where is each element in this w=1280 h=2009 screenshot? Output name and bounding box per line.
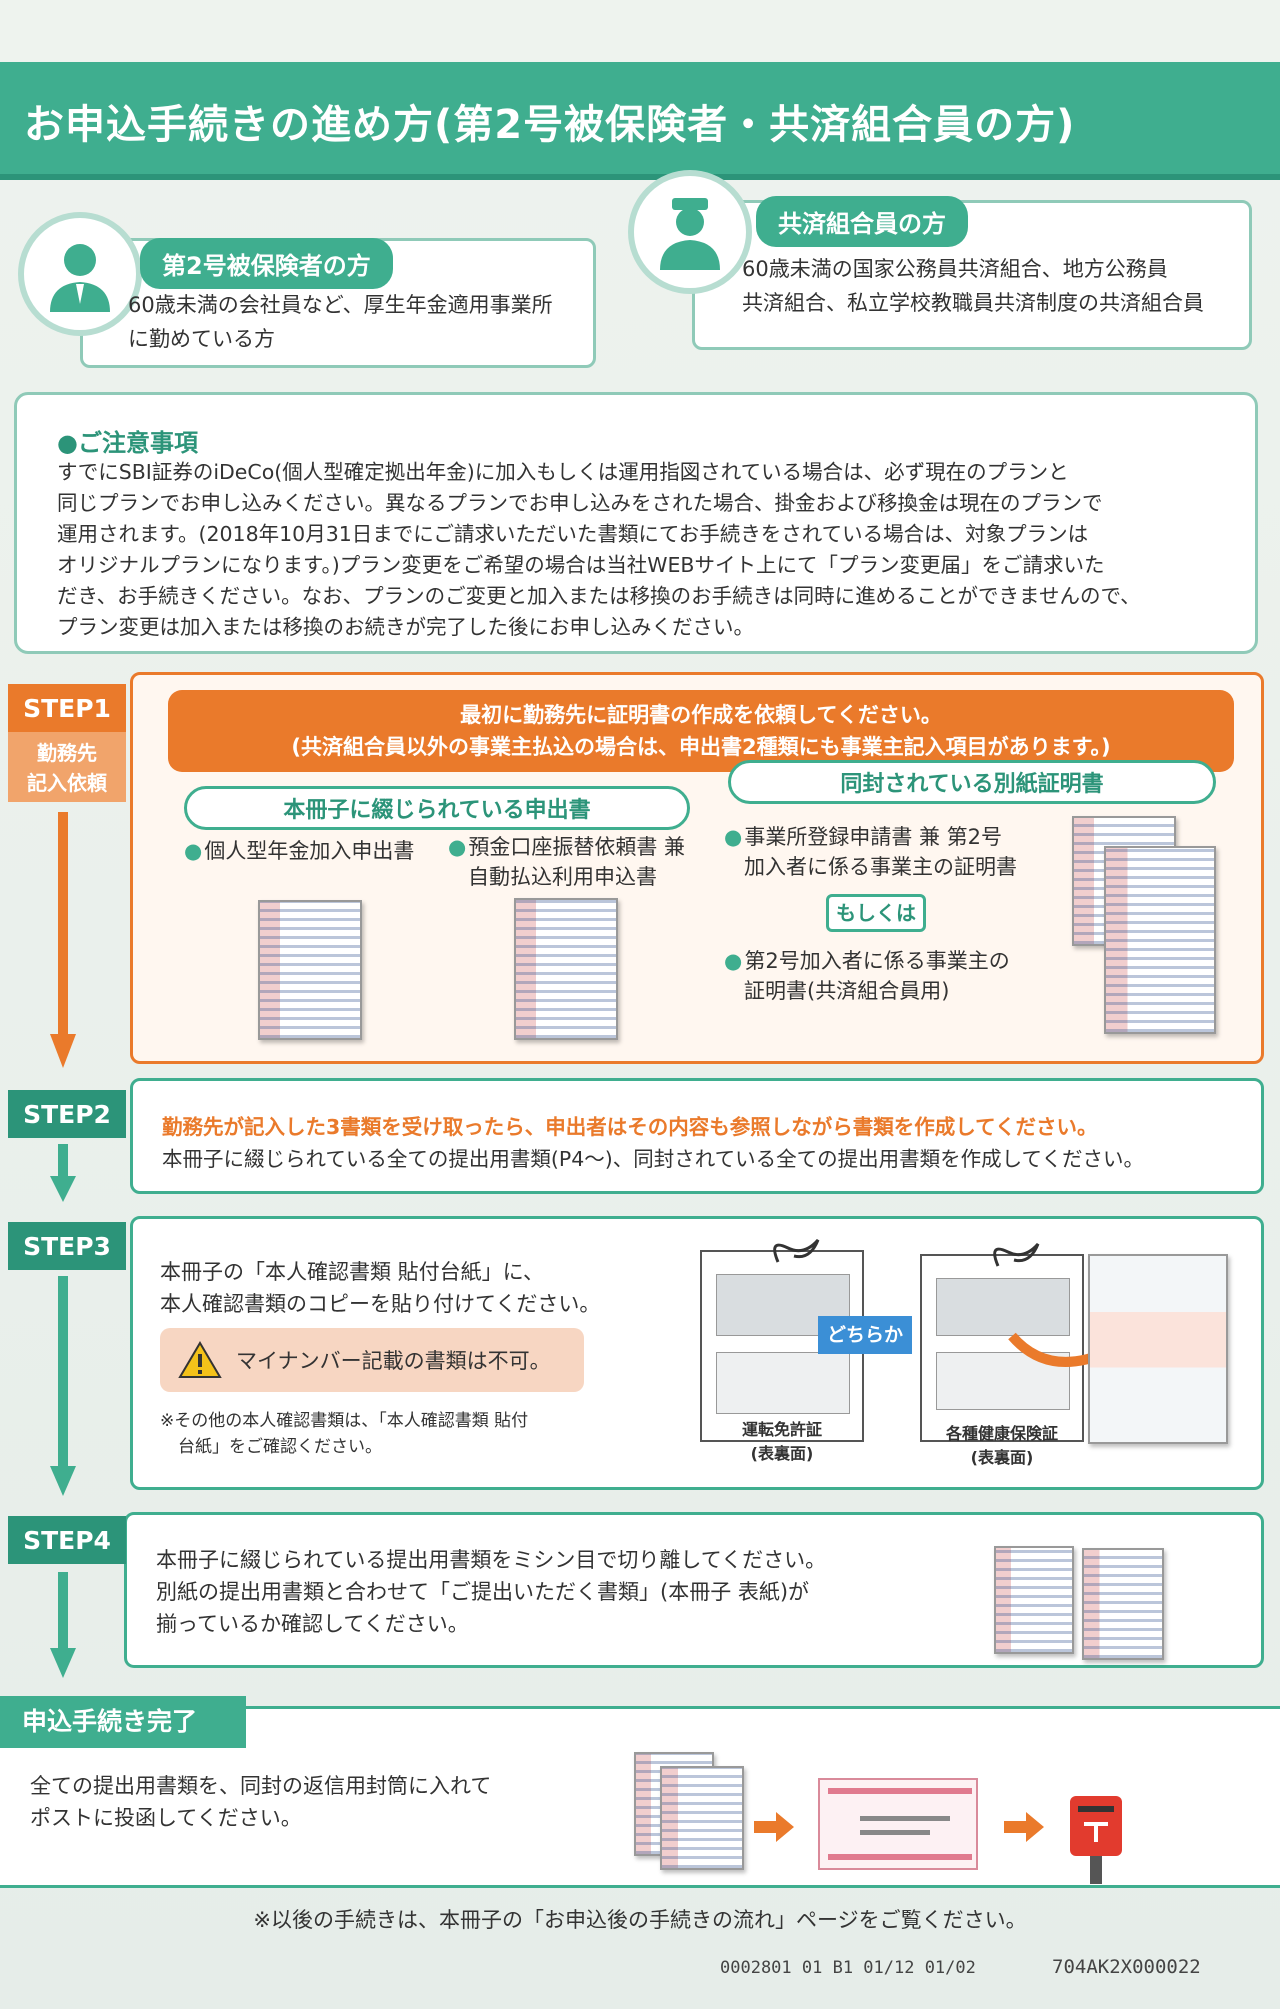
step2-instruction: 本冊子に綴じられている全ての提出用書類(P4〜)、同封されている全ての提出用書類…: [162, 1147, 1144, 1171]
step1-group2-title: 同封されている別紙証明書: [728, 760, 1216, 804]
step1-item-pension-application: 個人型年金加入申出書: [184, 836, 414, 866]
step4-label: STEP4: [8, 1516, 126, 1564]
step2-label: STEP2: [8, 1090, 126, 1138]
step1-sublabel: 勤務先 記入依頼: [8, 732, 126, 802]
step3-label: STEP3: [8, 1222, 126, 1270]
step1-or-label: もしくは: [826, 894, 926, 932]
warning-text: マイナンバー記載の書類は不可。: [236, 1349, 551, 1373]
drivers-license-label: 運転免許証 (表裏面): [741, 1420, 822, 1463]
step2-arrow-icon: [50, 1144, 76, 1202]
license-front-image: [716, 1274, 850, 1336]
step1-banner: 最初に勤務先に証明書の作成を依頼してください。 (共済組合員以外の事業主払込の場…: [168, 690, 1234, 772]
person-icon: [18, 212, 142, 336]
complete-label: 申込手続き完了: [0, 1696, 246, 1748]
step1-item-employer-registration: 事業所登録申請書 兼 第2号 加入者に係る事業主の証明書: [724, 822, 1017, 882]
step2-instruction-highlight: 勤務先が記入した3書類を受け取ったら、申出者はその内容も参照しながら書類を作成し…: [162, 1115, 1098, 1139]
warning-icon: [178, 1341, 222, 1378]
page-header: お申込手続きの進め方(第2号被保険者・共済組合員の方): [0, 62, 1280, 180]
document-thumbnail: [1104, 846, 1216, 1034]
audience-description-2nd-insured: 60歳未満の会社員など、厚生年金適用事業所 に勤めている方: [128, 293, 553, 351]
audience-description-mutual-aid: 60歳未満の国家公務員共済組合、地方公務員 共済組合、私立学校教職員共済制度の共…: [742, 257, 1204, 315]
insurance-front-image: [936, 1278, 1070, 1336]
health-insurance-sheet: [920, 1254, 1084, 1442]
ribbon-icon: [993, 1242, 1040, 1267]
document-code: 0002801 01 B1 01/12 01/02: [720, 1958, 976, 1978]
document-thumbnail: [994, 1546, 1074, 1654]
step3-instruction: 本冊子の「本人確認書類 貼付台紙」に、 本人確認書類のコピーを貼り付けてください…: [160, 1260, 601, 1316]
notice-box: ●ご注意事項 すでにSBI証券のiDeCo(個人型確定拠出年金)に加入もしくは運…: [14, 392, 1258, 654]
step1-group1-title: 本冊子に綴じられている申出書: [184, 786, 690, 830]
arrow-right-icon: [754, 1812, 794, 1842]
step2-box: [130, 1078, 1264, 1194]
notice-body: すでにSBI証券のiDeCo(個人型確定拠出年金)に加入もしくは運用指図されてい…: [57, 460, 1141, 639]
notice-title: ●ご注意事項: [57, 429, 198, 457]
footer-note: ※以後の手続きは、本冊子の「お申込後の手続きの流れ」ページをご覧ください。: [253, 1908, 1027, 1932]
document-thumbnail: [258, 900, 362, 1040]
step1-item-employer-certificate: 第2号加入者に係る事業主の 証明書(共済組合員用): [724, 946, 1010, 1006]
audience-label-2nd-insured: 第2号被保険者の方: [140, 238, 393, 289]
step3-arrow-icon: [50, 1276, 76, 1496]
step1-arrow-icon: [50, 812, 76, 1068]
either-label: どちらか: [818, 1316, 912, 1354]
arrow-right-icon: [1004, 1812, 1044, 1842]
step3-warning: マイナンバー記載の書類は不可。: [160, 1328, 584, 1392]
step1-item-account-transfer: 預金口座振替依頼書 兼 自動払込利用申込書: [448, 832, 685, 892]
complete-instruction: 全ての提出用書類を、同封の返信用封筒に入れて ポストに投函してください。: [30, 1774, 492, 1830]
id-mount-sheet-thumbnail: [1088, 1254, 1228, 1444]
ribbon-icon: [773, 1238, 820, 1263]
step1-label: STEP1: [8, 684, 126, 732]
document-thumbnail: [514, 898, 618, 1040]
health-insurance-label: 各種健康保険証 (表裏面): [945, 1424, 1058, 1467]
document-code-2: 704AK2X000022: [1052, 1956, 1201, 1978]
officer-icon: [628, 170, 752, 294]
license-back-image: [716, 1352, 850, 1414]
document-thumbnail: [1082, 1548, 1164, 1660]
step4-arrow-icon: [50, 1572, 76, 1678]
document-thumbnail: [660, 1766, 744, 1870]
return-envelope-image: [818, 1778, 978, 1870]
page-title: お申込手続きの進め方(第2号被保険者・共済組合員の方): [24, 102, 1076, 148]
drivers-license-sheet: [700, 1250, 864, 1442]
audience-label-mutual-aid: 共済組合員の方: [756, 196, 968, 247]
step4-box: [124, 1512, 1264, 1668]
step3-note: ※その他の本人確認書類は、「本人確認書類 貼付 台紙」をご確認ください。: [160, 1411, 529, 1457]
mailbox-icon: [1070, 1796, 1122, 1884]
step4-instruction: 本冊子に綴じられている提出用書類をミシン目で切り離してください。 別紙の提出用書…: [156, 1548, 827, 1636]
